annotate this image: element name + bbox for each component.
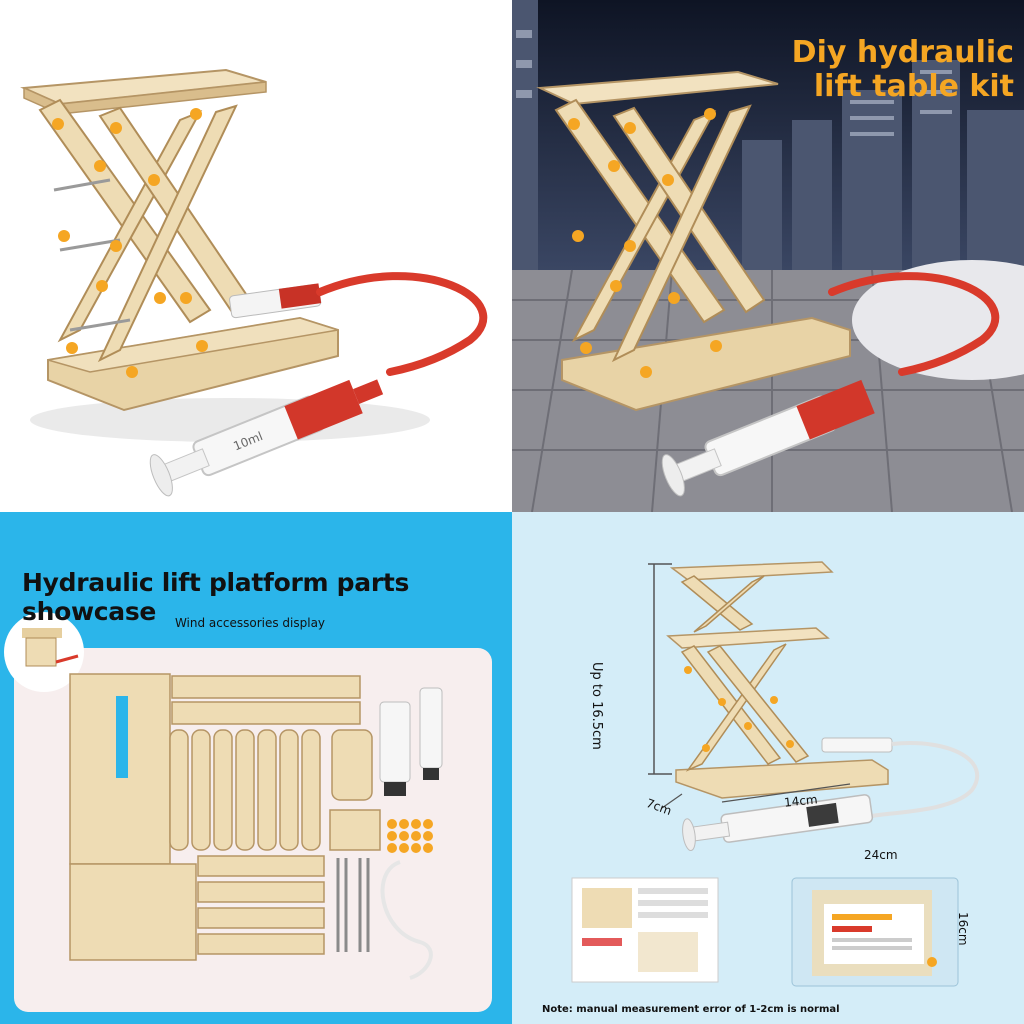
product-photo-white: 10ml xyxy=(0,0,512,512)
parts-layout xyxy=(4,612,492,1012)
height-dimension-label: Up to 16.5cm xyxy=(589,662,604,750)
kit-title: Diy hydraulic lift table kit xyxy=(791,35,1014,104)
width-dimension-label: 24cm xyxy=(864,848,898,862)
parts-showcase-panel: Hydraulic lift platform parts showcase W… xyxy=(0,512,512,1024)
dimension-diagram xyxy=(571,561,980,987)
measurement-note: Note: manual measurement error of 1-2cm … xyxy=(542,1004,840,1015)
lift-table-illustration: 10ml xyxy=(20,68,488,497)
city-scene xyxy=(512,0,1024,512)
showcase-title: Hydraulic lift platform parts showcase xyxy=(22,568,410,626)
showcase-subtitle: Wind accessories display xyxy=(174,616,326,630)
product-photo-city: Diy hydraulic lift table kit xyxy=(512,0,1024,512)
package-height-label: 16cm xyxy=(956,912,970,946)
dimensions-panel: Up to 16.5cm 7cm 14cm 24cm 16cm xyxy=(512,512,1024,1024)
